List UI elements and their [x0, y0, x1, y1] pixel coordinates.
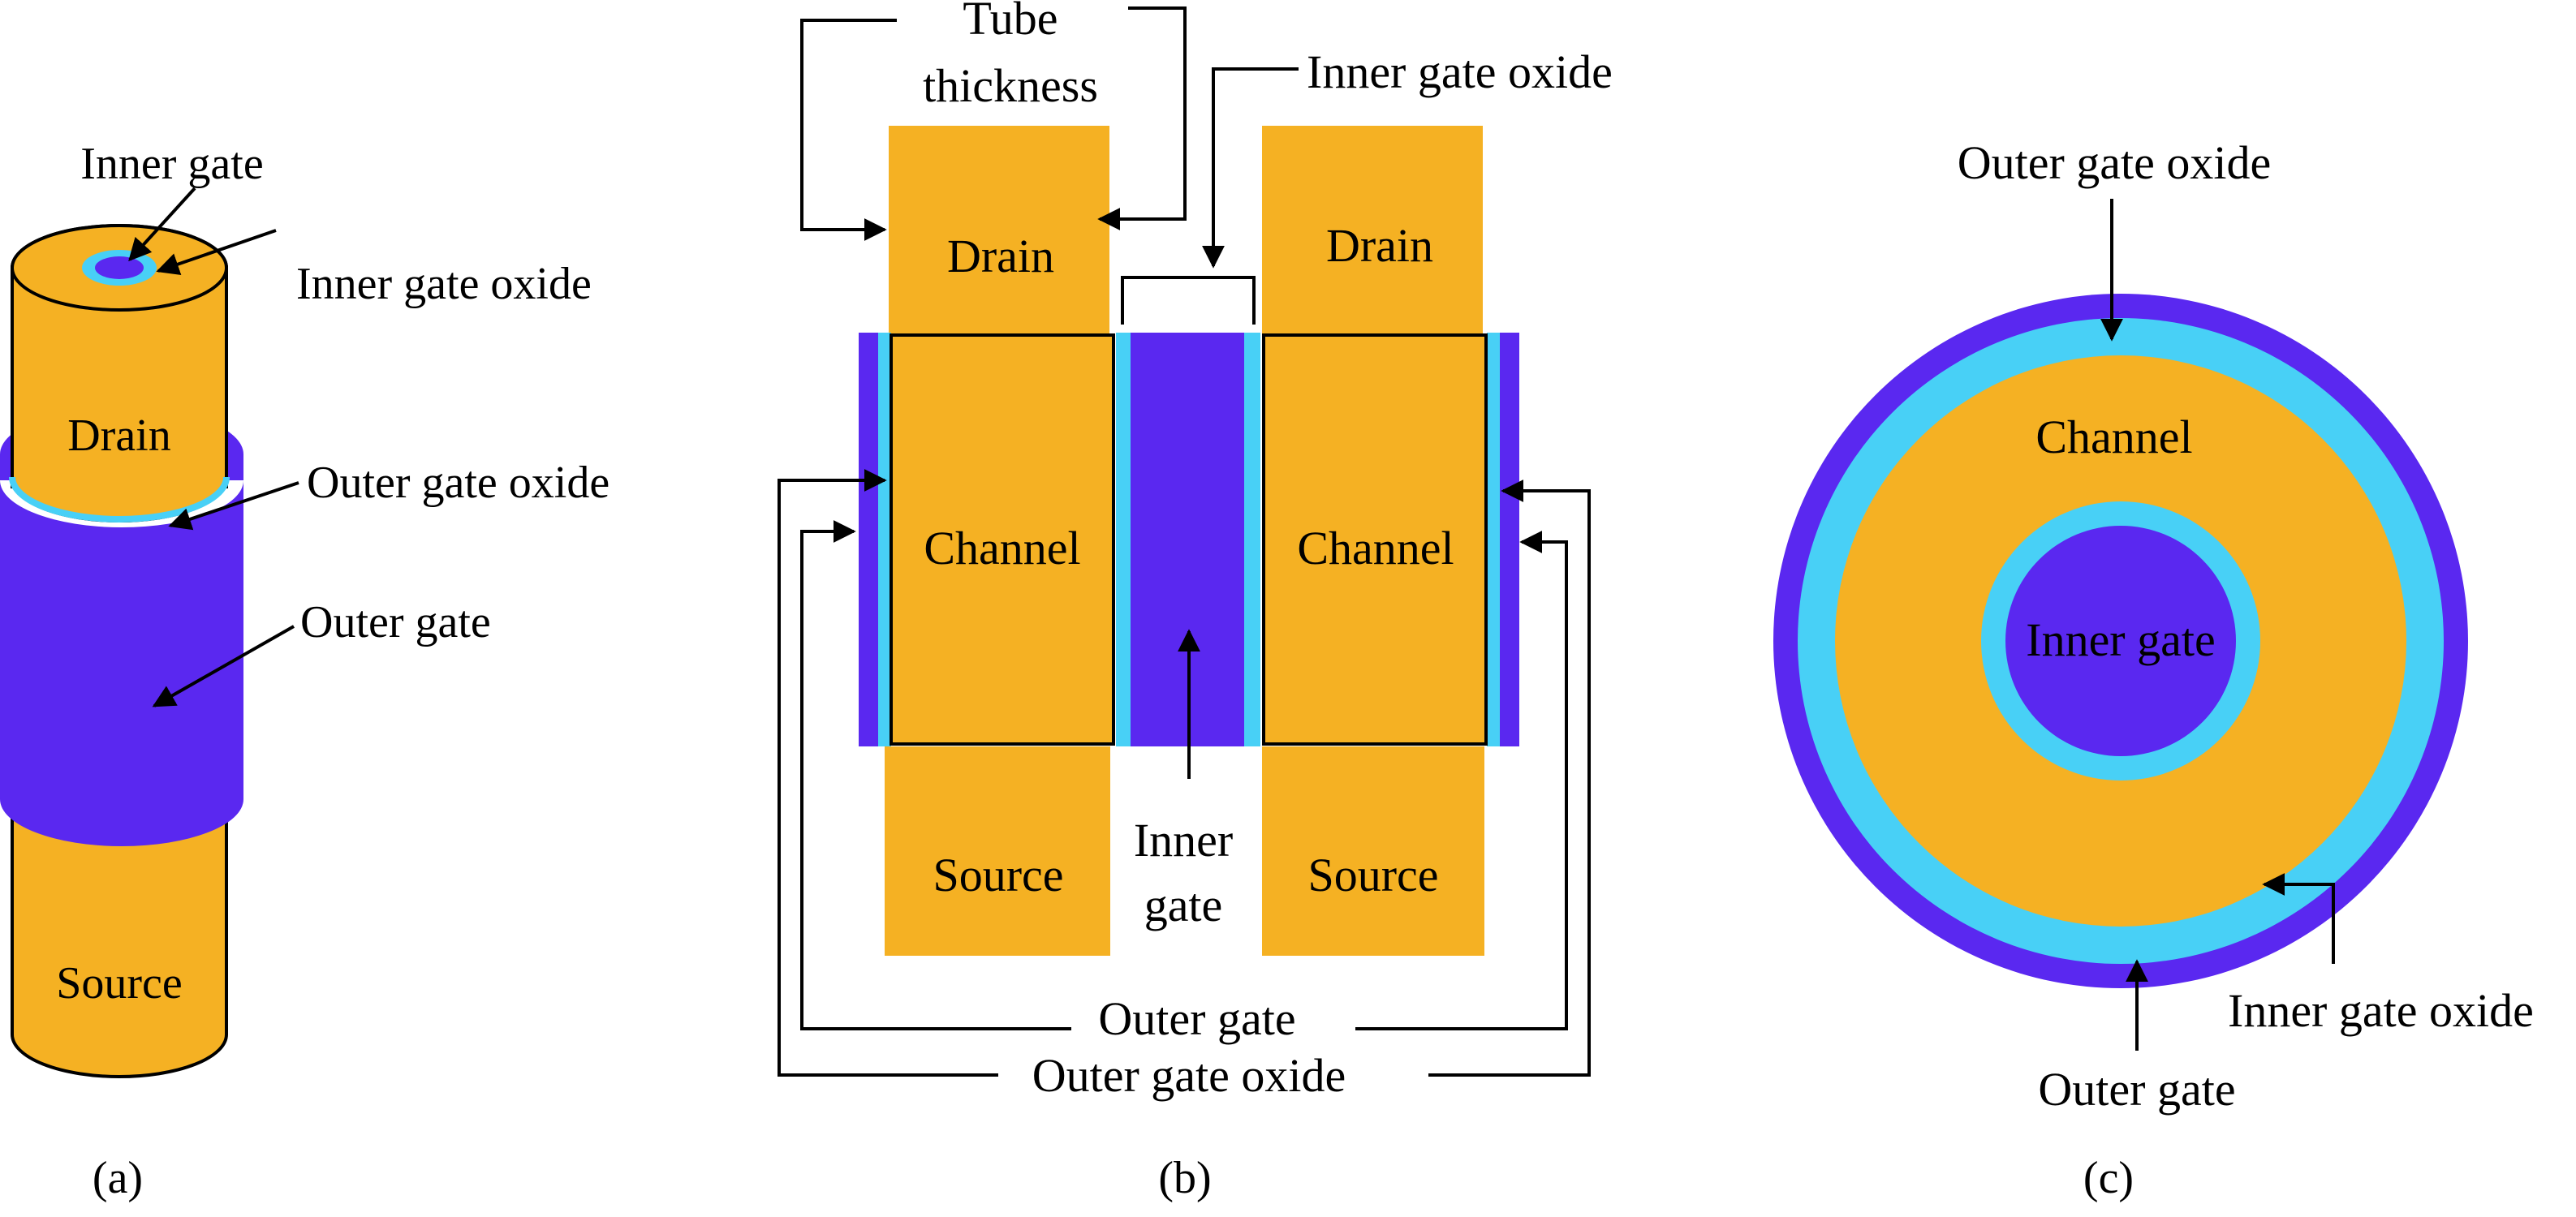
label-outer-gate-b: Outer gate	[1098, 992, 1295, 1045]
outer-gate-oxide-left-leader	[778, 469, 998, 1077]
source-right-block	[1262, 746, 1484, 956]
caption-b: (b)	[1158, 1153, 1211, 1203]
outer-gate-oxide-ring	[9, 476, 230, 522]
label-drain-left: Drain	[947, 230, 1054, 282]
tube-thickness-left-leader	[800, 19, 897, 241]
arrow-inner-gate-oxide-c	[2262, 873, 2335, 964]
label-inner-gate-oxide-c: Inner gate oxide	[2228, 984, 2534, 1037]
label-channel-right: Channel	[1297, 522, 1454, 574]
outer-gate-sleeve	[0, 480, 243, 846]
label-channel-c: Channel	[2035, 411, 2192, 463]
source-left-block	[885, 746, 1110, 956]
label-inner-gate-c: Inner gate	[2026, 613, 2215, 666]
label-drain: Drain	[67, 411, 171, 461]
outer-gate-oxide-right-leader	[1428, 479, 1591, 1077]
label-outer-gate-c: Outer gate	[2038, 1063, 2235, 1116]
source-cylinder	[11, 777, 228, 1078]
outer-gate-left-strip	[859, 333, 878, 746]
label-inner-gate: Inner gate	[80, 139, 263, 189]
panel-b: Drain Drain Channel Channel Source Sourc…	[778, 0, 1613, 1203]
drain-left-block	[889, 126, 1109, 337]
arrow-inner-gate-oxide	[156, 229, 277, 276]
inner-oxide-right-strip	[1244, 333, 1260, 746]
outer-gate-right-leader	[1355, 531, 1568, 1030]
inner-gate-disc	[2005, 526, 2236, 756]
inner-gate-bracket	[1121, 276, 1256, 325]
label-tube-thickness-2: thickness	[923, 59, 1098, 112]
arrow-inner-gate	[128, 187, 196, 262]
outer-gate-left-leader	[800, 520, 1071, 1030]
label-outer-gate-oxide-b: Outer gate oxide	[1032, 1049, 1346, 1102]
arrow-outer-gate	[152, 625, 295, 707]
panel-a: Inner gate Inner gate oxide Drain Outer …	[0, 139, 610, 1203]
label-inner-gate-b-1: Inner	[1134, 814, 1233, 867]
inner-gate-top	[95, 256, 144, 279]
caption-c: (c)	[2083, 1153, 2134, 1203]
label-drain-right: Drain	[1326, 219, 1433, 272]
label-source: Source	[56, 958, 183, 1008]
tube-thickness-right-leader	[1097, 6, 1187, 230]
arrow-outer-gate-oxide	[168, 481, 299, 531]
outer-gate-right-strip	[1500, 333, 1519, 746]
inner-oxide-left-strip	[1116, 333, 1131, 746]
label-outer-gate-oxide: Outer gate oxide	[307, 458, 610, 508]
label-channel-left: Channel	[924, 522, 1080, 574]
panel-c: Outer gate oxide Channel Inner gate Inne…	[1773, 136, 2534, 1203]
caption-a: (a)	[93, 1153, 143, 1203]
outer-oxide-left-strip	[878, 333, 891, 746]
drain-right-block	[1262, 126, 1483, 337]
label-source-right: Source	[1307, 849, 1438, 901]
label-source-left: Source	[933, 849, 1063, 901]
label-outer-gate: Outer gate	[300, 597, 491, 647]
label-outer-gate-oxide-c: Outer gate oxide	[1958, 136, 2272, 189]
channel-left-block	[890, 333, 1115, 746]
label-inner-gate-oxide-b: Inner gate oxide	[1307, 45, 1613, 98]
label-tube-thickness-1: Tube	[963, 0, 1058, 45]
inner-gate-oxide-leader	[1202, 67, 1299, 269]
label-inner-gate-b-2: gate	[1144, 879, 1223, 931]
outer-oxide-right-strip	[1487, 333, 1500, 746]
channel-right-block	[1262, 333, 1488, 746]
label-inner-gate-oxide: Inner gate oxide	[296, 259, 592, 309]
